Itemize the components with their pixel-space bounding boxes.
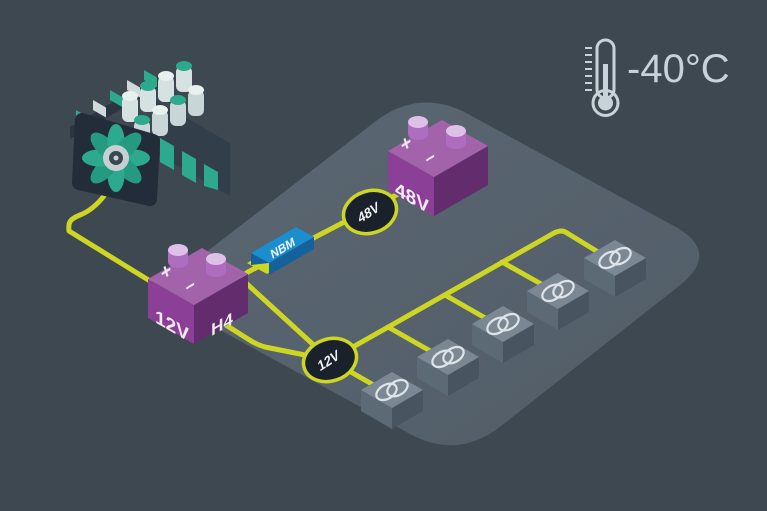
thermometer-ticks xyxy=(585,47,592,91)
nbm-top-face xyxy=(251,227,314,263)
twin-rings-lamp-icon xyxy=(598,246,632,270)
twin-rings-lamp-icon xyxy=(431,345,465,369)
thermometer-mercury xyxy=(598,64,613,111)
wire-engine-to-12v-battery xyxy=(66,193,153,284)
twin-rings-lamp-icon xyxy=(541,279,575,303)
engine-with-cooling-fan xyxy=(70,61,230,206)
battery-12v-left-face xyxy=(148,279,194,344)
node-12v-circle xyxy=(301,336,359,384)
twin-rings-lamp-icon xyxy=(375,378,409,402)
thermometer-icon xyxy=(585,38,620,117)
cylinder-row-back xyxy=(122,61,192,122)
load-box-4 xyxy=(527,273,589,330)
node-12v: 12V xyxy=(301,336,359,384)
wire-12v-battery-to-12v-node xyxy=(210,314,333,363)
node-48v: 48V xyxy=(341,188,399,236)
battery-48v-right-face xyxy=(434,146,488,216)
load-box-2 xyxy=(417,339,479,396)
nbm-converter: NBM xyxy=(247,227,314,275)
wire-branch-load4 xyxy=(499,259,546,288)
temperature-value: -40°C xyxy=(627,47,730,91)
battery-terminals xyxy=(168,244,226,277)
load-box-3 xyxy=(472,306,534,363)
battery-12v-right-face xyxy=(194,274,248,344)
twin-rings-lamp-icon xyxy=(486,312,520,336)
wire-branch-load2 xyxy=(385,324,435,355)
temperature-indicator: -40°C xyxy=(585,38,730,117)
fan-assembly xyxy=(72,113,160,206)
wire-main-bus xyxy=(327,228,601,363)
load-box-5 xyxy=(584,240,646,297)
fan-icon xyxy=(82,124,150,192)
load-boxes xyxy=(361,240,646,429)
battery-48v-left-face xyxy=(388,151,434,216)
battery-48v: + − 48V xyxy=(388,116,488,219)
battery-terminals xyxy=(408,116,466,149)
wire-branch-load3 xyxy=(442,292,490,322)
wiring-harness xyxy=(66,189,601,390)
load-box-1 xyxy=(361,372,423,429)
